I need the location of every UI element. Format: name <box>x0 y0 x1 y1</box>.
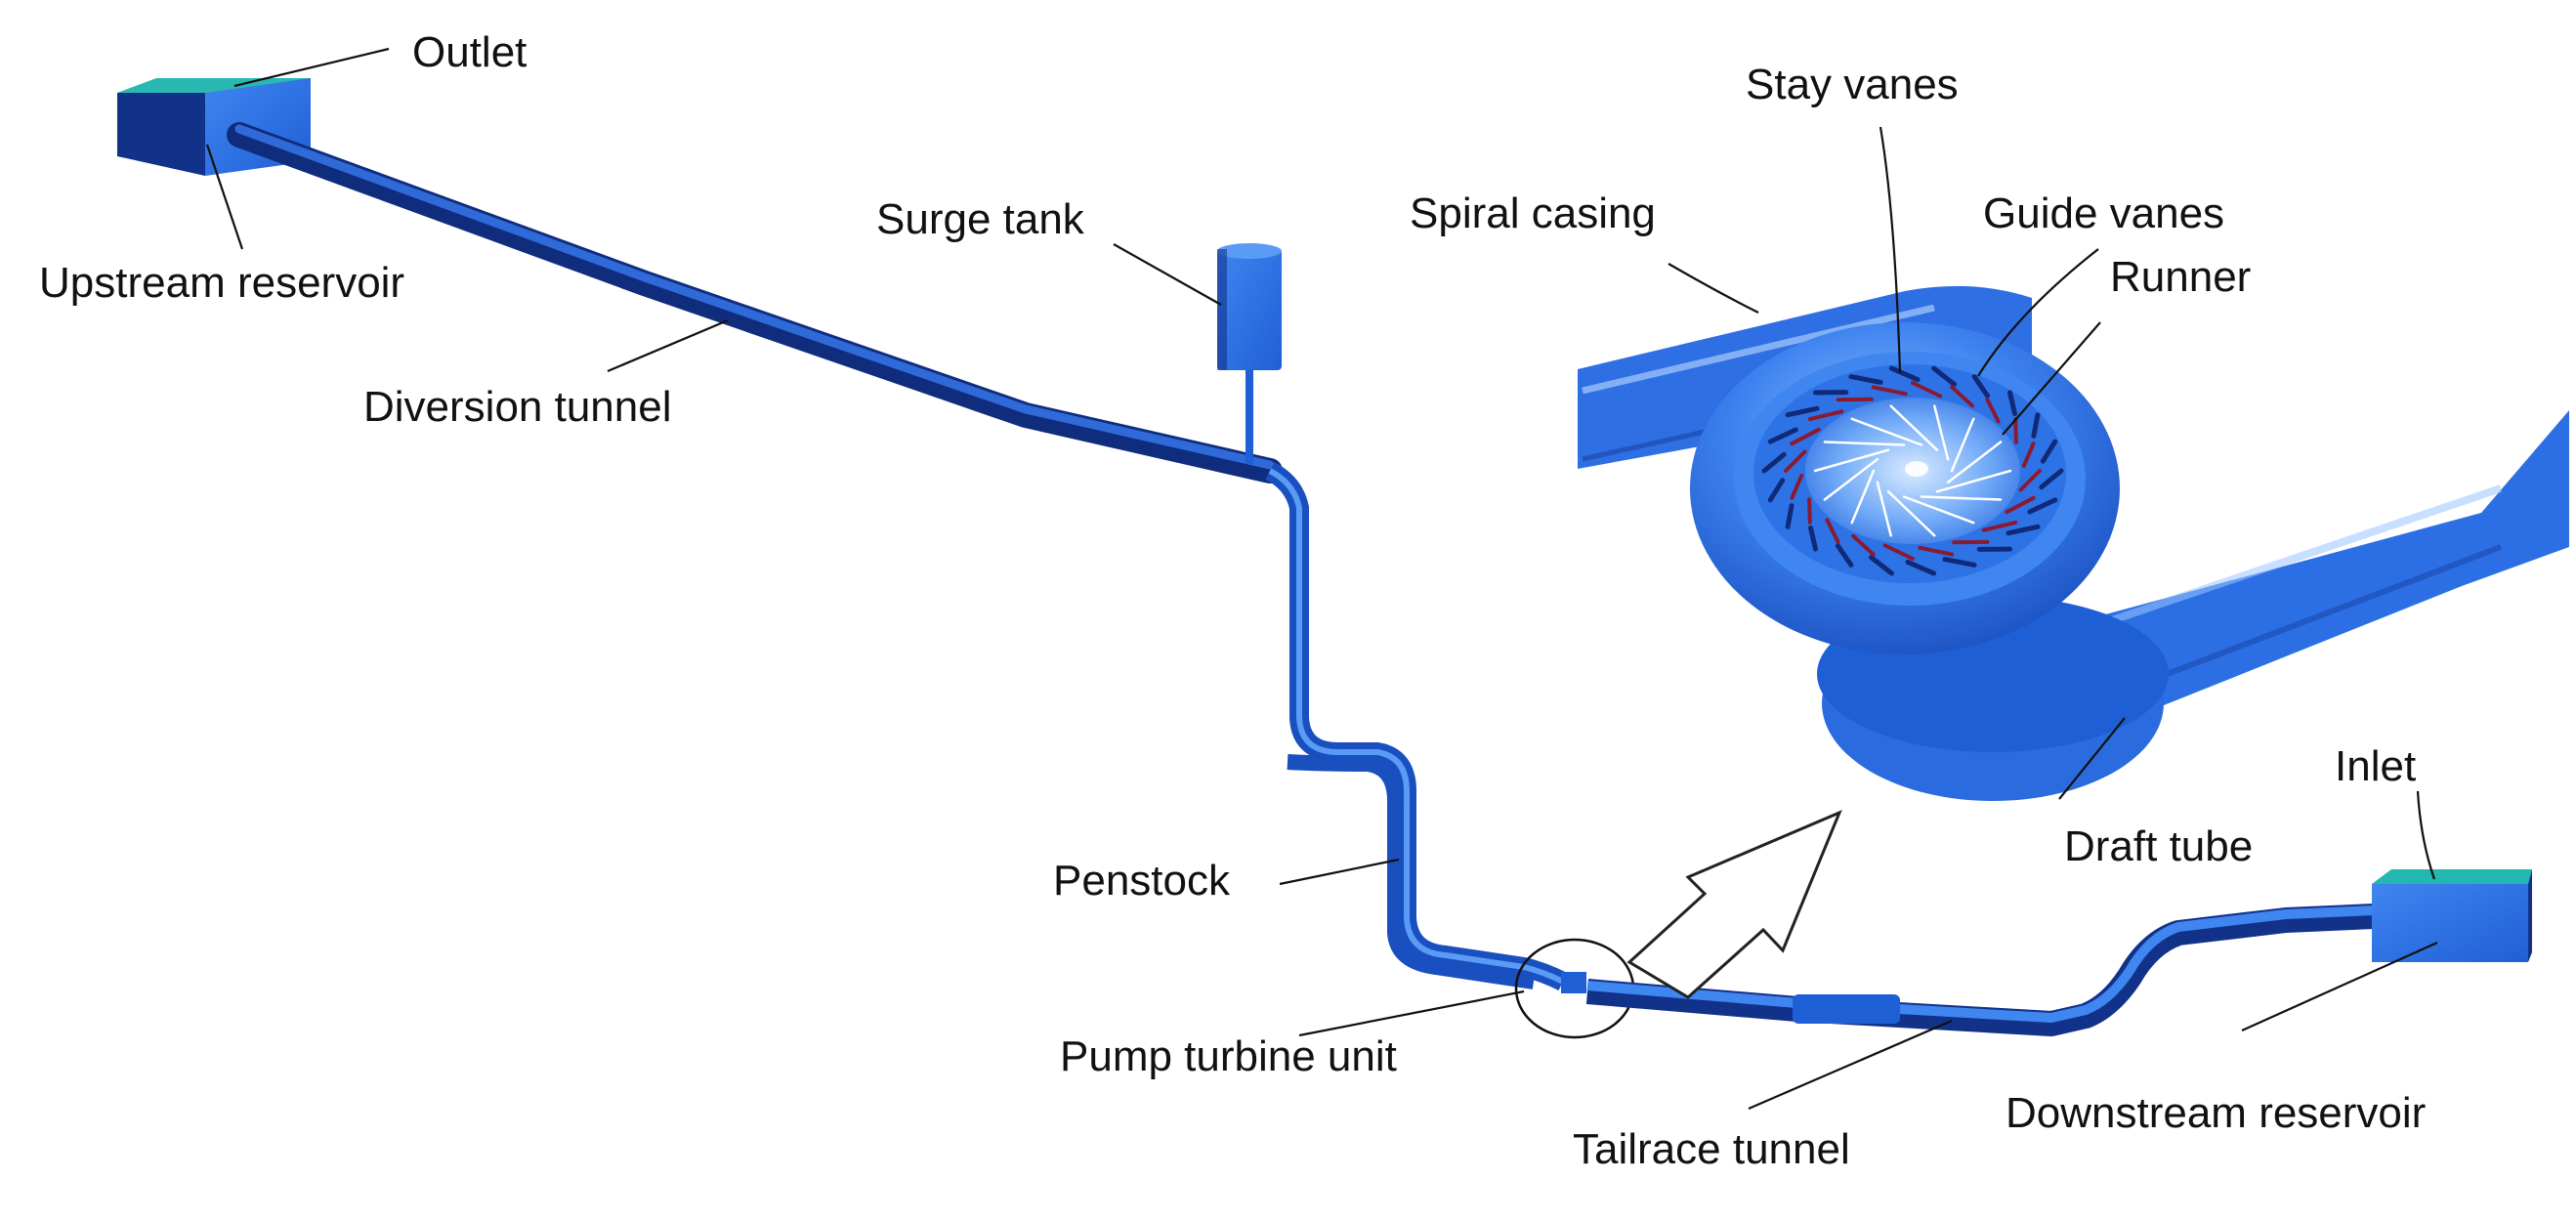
vane <box>1933 404 1950 461</box>
vane <box>2013 417 2018 444</box>
vane <box>1807 497 1812 525</box>
label-pump-turbine-unit: Pump turbine unit <box>1060 1032 1397 1080</box>
label-diversion-tunnel: Diversion tunnel <box>363 383 672 431</box>
penstock <box>1265 462 1568 990</box>
vane <box>1911 381 1943 399</box>
vane <box>1918 545 1955 557</box>
vane <box>1950 385 1974 408</box>
vane <box>1848 374 1883 385</box>
vane <box>1971 374 1991 399</box>
pump-turbine-unit <box>1561 972 1586 993</box>
vane <box>1876 481 1892 537</box>
surge-tank <box>1217 243 1282 464</box>
label-guide-vanes: Guide vanes <box>1983 189 2225 237</box>
vane <box>1784 449 1807 473</box>
vane <box>1920 495 2003 501</box>
label-draft-tube: Draft tube <box>2064 822 2254 870</box>
vane <box>1785 405 1820 418</box>
vane <box>1813 448 1890 473</box>
tailrace-tunnel <box>1585 904 2375 1036</box>
spiral-casing-detail <box>1578 285 2569 801</box>
vane <box>2005 495 2036 515</box>
label-penstock: Penstock <box>1053 857 1230 904</box>
vane <box>1835 543 1854 568</box>
zoom-arrow <box>1626 810 1842 999</box>
label-surge-tank: Surge tank <box>876 195 1084 243</box>
vane <box>2007 390 2017 416</box>
vane <box>2031 412 2041 439</box>
vane <box>1767 478 1786 503</box>
vane <box>1886 489 1936 537</box>
vane <box>1790 427 1821 446</box>
vane <box>1905 559 1937 576</box>
leader-lines <box>205 47 2438 1111</box>
vane <box>2021 442 2036 468</box>
vane <box>1850 417 1923 446</box>
vane <box>1851 533 1876 557</box>
vane <box>1952 539 1990 545</box>
vanes <box>1761 365 2064 576</box>
vane <box>1931 365 1957 387</box>
upstream-reservoir <box>117 78 311 176</box>
vane <box>1869 555 1894 576</box>
vane <box>1825 518 1840 544</box>
vane <box>1882 543 1915 561</box>
vane <box>2040 439 2058 464</box>
vane <box>1942 557 1977 568</box>
vane <box>1767 427 1798 444</box>
vane <box>1935 469 2012 493</box>
label-downstream-reservoir: Downstream reservoir <box>2006 1089 2427 1137</box>
vane <box>1871 385 1908 397</box>
label-runner: Runner <box>2110 253 2252 301</box>
vane <box>1950 417 1975 473</box>
label-tailrace-tunnel: Tailrace tunnel <box>1573 1125 1850 1173</box>
downstream-reservoir <box>2372 869 2532 962</box>
vane <box>1946 441 2003 484</box>
vane <box>2039 468 2064 490</box>
vane <box>1807 409 1844 422</box>
diversion-tunnel <box>227 122 1283 484</box>
vane <box>2027 497 2058 515</box>
vane <box>1985 398 2001 424</box>
vane <box>1823 441 1906 446</box>
vane <box>1850 469 1876 525</box>
vane <box>1889 404 1939 452</box>
vane <box>2018 469 2042 492</box>
vane <box>1888 365 1921 383</box>
vane <box>1790 474 1804 500</box>
label-spiral-casing: Spiral casing <box>1410 189 1656 237</box>
vane <box>1785 503 1795 529</box>
vane <box>1808 526 1818 552</box>
label-outlet: Outlet <box>412 28 528 76</box>
vane <box>1902 495 1975 525</box>
vane <box>1761 451 1787 474</box>
vane <box>1823 457 1879 501</box>
vane <box>2006 524 2041 536</box>
label-inlet: Inlet <box>2335 742 2417 790</box>
label-stay-vanes: Stay vanes <box>1746 61 1959 108</box>
vane <box>1981 520 2018 532</box>
label-upstream-reservoir: Upstream reservoir <box>39 259 405 307</box>
